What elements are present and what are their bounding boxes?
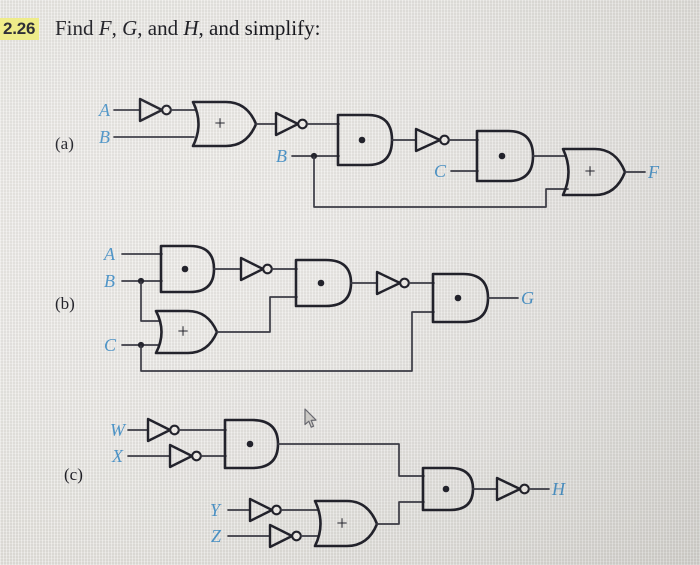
junction-b-b — [137, 277, 145, 285]
wire-c-or1-to-and2 — [376, 501, 425, 525]
label-b-input-C: C — [104, 335, 117, 355]
or-c1-icon — [313, 499, 379, 548]
label-a-input-B1: B — [99, 127, 110, 147]
title-var-g: G — [122, 16, 138, 40]
and-b2-glyph — [317, 279, 325, 287]
mouse-pointer-icon — [304, 408, 317, 428]
or-b1-icon — [154, 309, 219, 355]
and-c2-glyph — [442, 485, 450, 493]
problem-header: 2.26 Find F, G, and H, and simplify: — [0, 8, 700, 44]
inverter-c4-icon — [268, 523, 294, 549]
wire-a-feedback-b — [313, 156, 569, 208]
and-b1-glyph — [181, 265, 189, 273]
inverter-c2-icon — [168, 443, 194, 469]
label-c-input-W: W — [110, 420, 125, 440]
or-b1-glyph: + — [177, 321, 188, 343]
page-title: Find F, G, and H, and simplify: — [55, 16, 320, 41]
wire-c-and1-to-and2 — [277, 443, 425, 477]
junction-a-b2 — [310, 152, 318, 160]
inverter-a2-icon — [274, 111, 300, 137]
inverter-c1-icon — [146, 417, 172, 443]
wire-b-b-branch — [140, 281, 160, 322]
inverter-c2-bubble-icon — [191, 450, 202, 462]
label-a-input-C: C — [434, 161, 447, 181]
and-b3-glyph — [454, 294, 462, 302]
inverter-c1-bubble-icon — [169, 424, 180, 436]
title-var-h: H — [183, 16, 199, 40]
part-label-a: (a) — [55, 134, 74, 153]
or-a1-glyph: + — [214, 113, 225, 135]
junction-b-c — [137, 341, 145, 349]
inverter-c5-icon — [495, 476, 522, 502]
label-b-input-A: A — [104, 244, 115, 264]
label-c-output-H: H — [552, 479, 565, 499]
wire-b-feedback-c — [140, 311, 435, 372]
problem-number: 2.26 — [0, 18, 40, 40]
and-a1-glyph — [358, 136, 366, 144]
or-c1-glyph: + — [336, 513, 347, 535]
inverter-c3-bubble-icon — [271, 504, 282, 516]
label-c-input-X: X — [112, 446, 123, 466]
label-b-input-B: B — [104, 271, 115, 291]
title-prefix: Find — [55, 16, 99, 40]
label-a-input-A: A — [99, 100, 110, 120]
label-b-output-G: G — [521, 288, 534, 308]
label-a-input-B2: B — [276, 146, 287, 166]
and-a2-glyph — [498, 152, 506, 160]
part-label-b: (b) — [55, 294, 75, 313]
title-suffix: , and simplify: — [198, 16, 321, 40]
label-a-output-F: F — [648, 162, 659, 182]
label-c-input-Y: Y — [210, 500, 221, 520]
inverter-a3-icon — [414, 127, 442, 153]
part-label-c: (c) — [64, 465, 83, 484]
inverter-a1-icon — [138, 97, 164, 123]
title-var-f: F — [98, 16, 112, 40]
title-sep-2: , and — [137, 16, 184, 40]
or-a1-icon — [191, 100, 258, 148]
title-sep-1: , — [111, 16, 123, 40]
or-a2-glyph: + — [584, 161, 595, 183]
inverter-c4-bubble-icon — [291, 530, 302, 542]
inverter-c5-bubble-icon — [519, 483, 530, 495]
inverter-c3-icon — [248, 497, 274, 523]
label-c-input-Z: Z — [211, 526, 222, 546]
inverter-b2-icon — [375, 270, 402, 296]
and-c1-glyph — [246, 440, 254, 448]
inverter-b1-icon — [239, 256, 265, 282]
wire-b-or1-to-and2 — [216, 296, 298, 333]
or-a2-icon — [561, 147, 627, 197]
